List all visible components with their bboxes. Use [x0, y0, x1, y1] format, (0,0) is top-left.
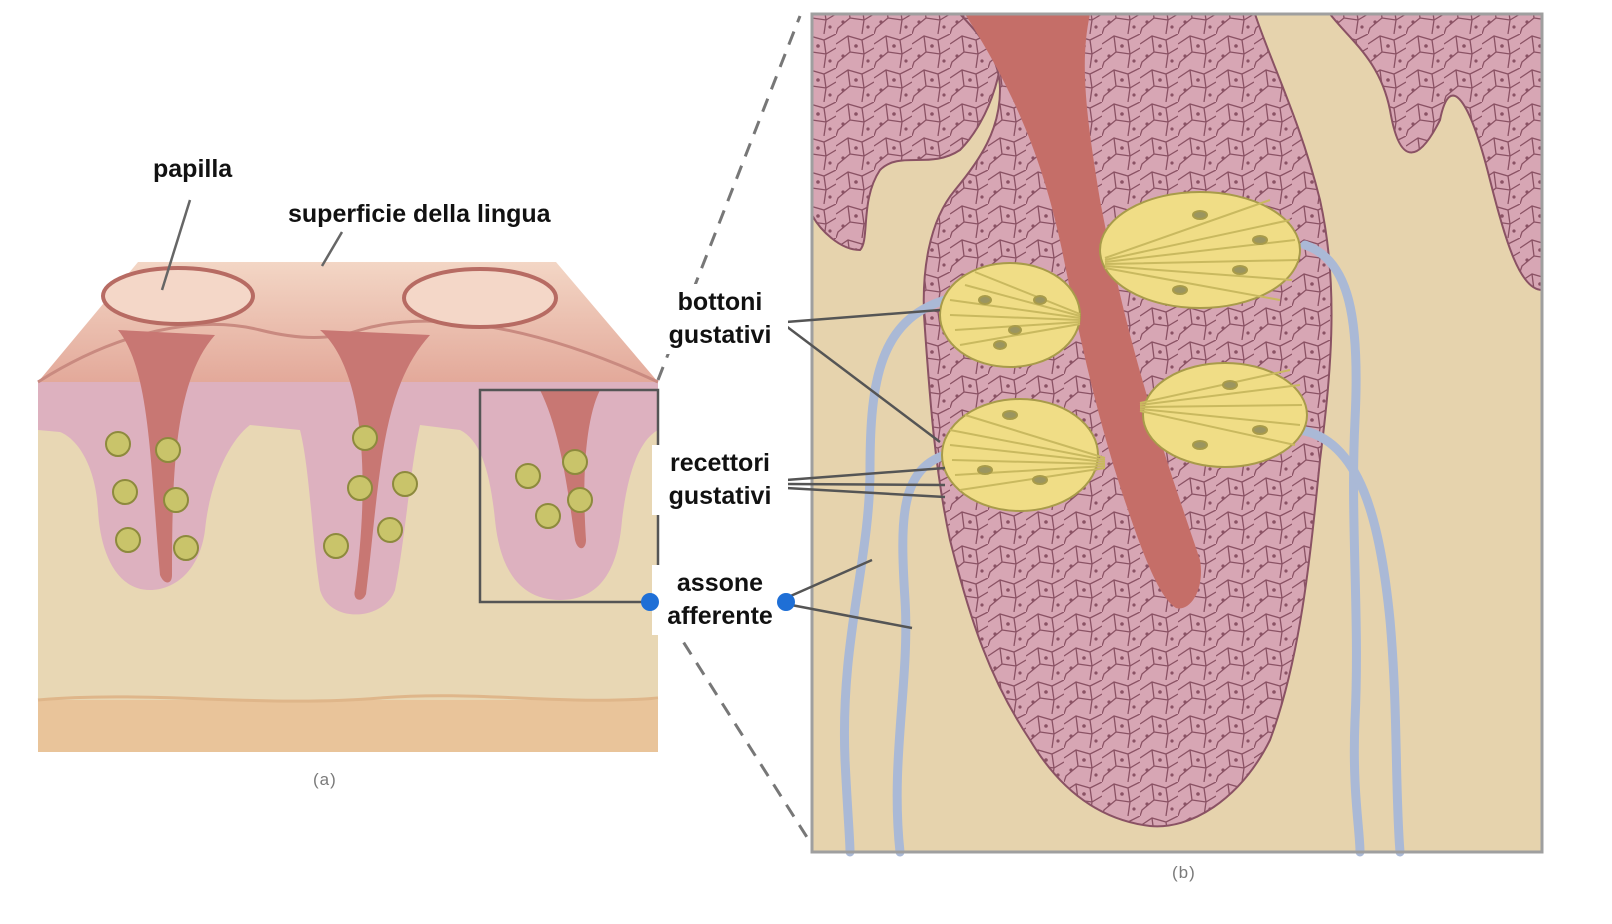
selection-handle-right[interactable]: [777, 593, 795, 611]
taste-bud: [536, 504, 560, 528]
magnified-view: [812, 14, 1542, 852]
taste-bud: [113, 480, 137, 504]
label-taste-buds: bottoni gustativi: [652, 284, 788, 354]
taste-bud: [568, 488, 592, 512]
zoom-guide-bottom: [658, 602, 810, 842]
taste-bud: [106, 432, 130, 456]
taste-bud: [393, 472, 417, 496]
caption-a: (a): [313, 770, 337, 790]
label-taste-receptors-line2: gustativi: [656, 480, 784, 513]
label-afferent-axon[interactable]: assone afferente: [652, 565, 788, 635]
deep-layer: [38, 700, 658, 752]
surface-leader: [322, 232, 342, 266]
receptors-leader-2: [786, 484, 945, 485]
label-afferent-axon-line1: assone: [656, 567, 784, 600]
taste-bud-lower-right: [1140, 363, 1307, 467]
tongue-block: [38, 200, 658, 752]
caption-b: (b): [1172, 863, 1196, 883]
papilla-left: [103, 268, 253, 324]
taste-bud: [324, 534, 348, 558]
label-taste-receptors-line1: recettori: [656, 447, 784, 480]
selection-handle-left[interactable]: [641, 593, 659, 611]
label-papilla: papilla: [153, 153, 232, 186]
taste-bud: [174, 536, 198, 560]
label-tongue-surface: superficie della lingua: [288, 198, 551, 231]
label-taste-receptors: recettori gustativi: [652, 445, 788, 515]
taste-bud: [563, 450, 587, 474]
taste-bud-upper-right: [1100, 192, 1300, 308]
taste-bud: [156, 438, 180, 462]
label-taste-buds-line1: bottoni: [656, 286, 784, 319]
taste-bud-upper-left: [940, 263, 1080, 367]
taste-bud: [164, 488, 188, 512]
taste-bud: [116, 528, 140, 552]
label-taste-buds-line2: gustativi: [656, 319, 784, 352]
taste-bud: [378, 518, 402, 542]
label-afferent-axon-line2: afferente: [656, 600, 784, 633]
taste-bud: [353, 426, 377, 450]
papilla-right: [404, 269, 556, 327]
taste-bud: [348, 476, 372, 500]
taste-bud: [516, 464, 540, 488]
